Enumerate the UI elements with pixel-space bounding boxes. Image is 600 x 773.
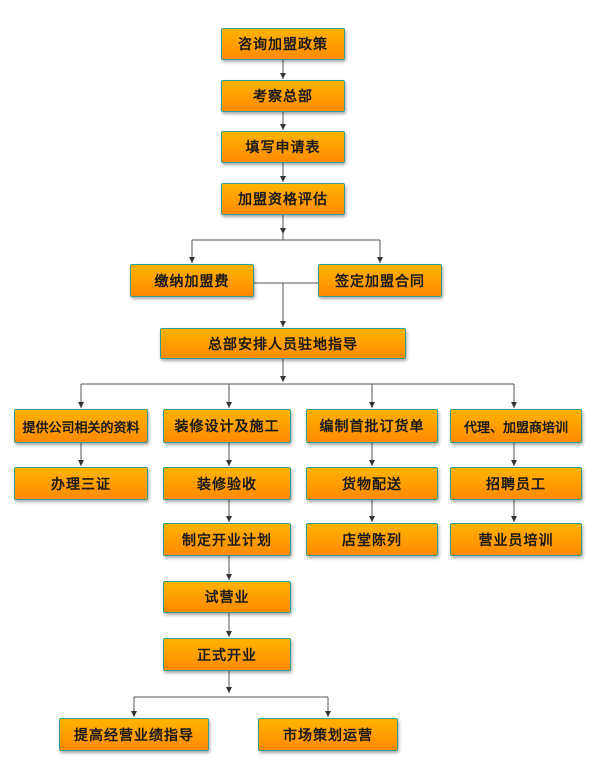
step-store-display: 店堂陈列 [306,523,438,556]
step-hq-onsite-guidance: 总部安排人员驻地指导 [160,328,406,359]
step-goods-delivery: 货物配送 [306,467,438,500]
step-first-order: 编制首批订货单 [306,409,438,443]
step-agent-training: 代理、加盟商培训 [450,409,582,443]
step-sales-staff-training: 营业员培训 [450,523,582,556]
step-performance-guidance: 提高经营业绩指导 [59,718,209,751]
step-provide-company-docs: 提供公司相关的资料 [14,409,148,443]
step-inspect-hq: 考察总部 [221,80,345,112]
step-recruit-staff: 招聘员工 [450,467,582,500]
step-trial-operation: 试营业 [163,581,291,613]
step-obtain-licenses: 办理三证 [14,467,148,500]
step-official-opening: 正式开业 [163,638,291,671]
step-decoration-acceptance: 装修验收 [163,467,291,500]
step-sign-contract: 签定加盟合同 [318,264,442,297]
step-decoration-design: 装修设计及施工 [163,409,291,443]
step-fill-application: 填写申请表 [221,131,345,163]
step-opening-plan: 制定开业计划 [163,523,291,556]
step-qualification-assessment: 加盟资格评估 [221,183,345,215]
step-marketing-operations: 市场策划运营 [258,718,398,751]
step-consult-policy: 咨询加盟政策 [221,28,345,60]
step-pay-fee: 缴纳加盟费 [130,264,254,297]
